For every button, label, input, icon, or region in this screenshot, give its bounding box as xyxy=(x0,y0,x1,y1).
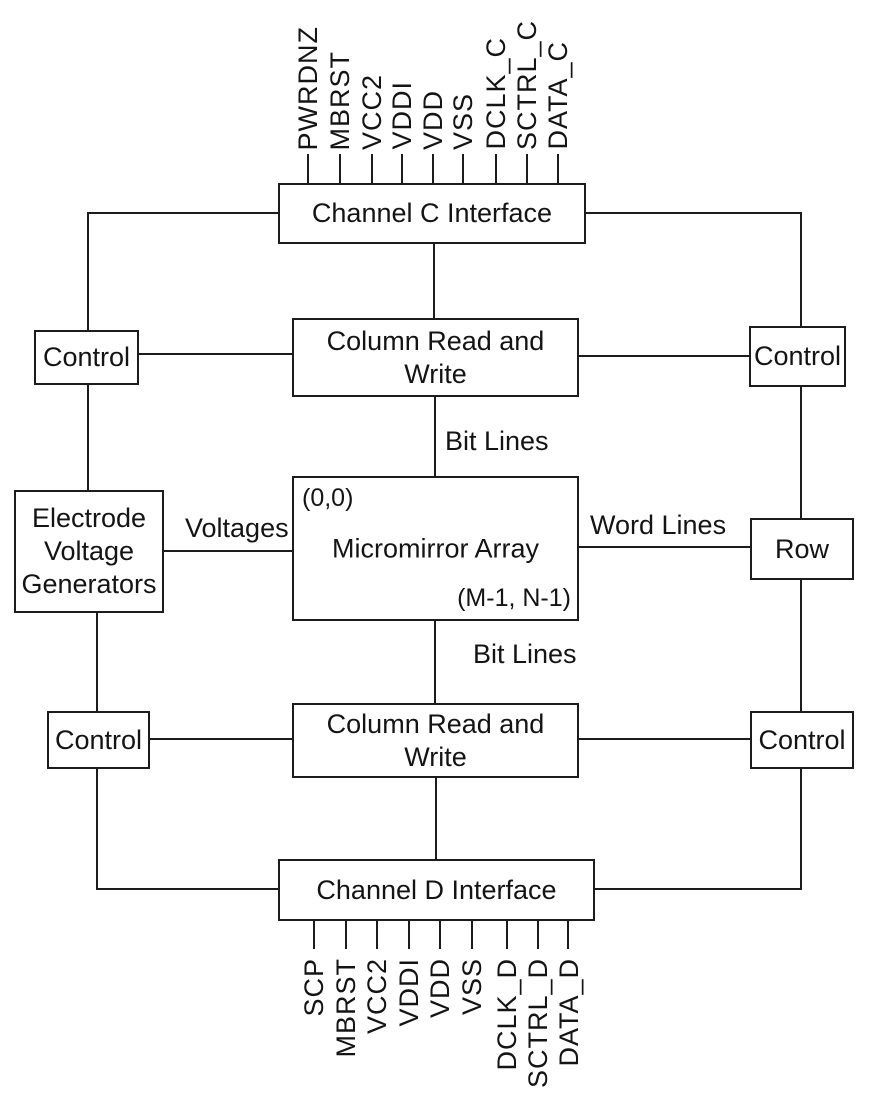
bit-lines-bottom-label: Bit Lines xyxy=(471,639,579,670)
connector-channelc-to-columnrw-top xyxy=(433,243,435,319)
pin-label-vcc2-bottom: VCC2 xyxy=(362,958,392,1035)
column-read-write-top-box: Column Read and Write xyxy=(292,318,579,397)
connector-control-tl-to-evg xyxy=(87,383,89,491)
pin-label-pwrdnz: PWRDNZ xyxy=(293,25,323,150)
row-box: Row xyxy=(750,518,854,580)
control-bottom-left-box: Control xyxy=(47,711,150,769)
pin-stub-bottom xyxy=(567,919,569,949)
pin-stub-bottom xyxy=(376,919,378,949)
pin-stub-top xyxy=(339,154,341,184)
pin-label-mbrst-top: MBRST xyxy=(325,50,355,151)
control-bottom-left-label: Control xyxy=(54,724,143,755)
connector-control-br-down xyxy=(800,767,802,890)
connector-control-tr-to-row xyxy=(800,386,802,519)
pin-stub-top xyxy=(432,154,434,184)
pin-stub-top xyxy=(371,154,373,184)
word-lines-label: Word Lines xyxy=(588,510,729,541)
column-read-write-bottom-label-line2: Write xyxy=(404,741,467,772)
pin-stub-bottom xyxy=(537,919,539,949)
channel-d-interface-label: Channel D Interface xyxy=(316,874,557,905)
pin-label-sctrl-c: SCTRL_C xyxy=(512,19,542,150)
pin-label-vddi-bottom: VDDI xyxy=(394,958,424,1027)
pin-stub-bottom xyxy=(313,919,315,949)
connector-control-bl-to-columnrw-bottom xyxy=(150,738,292,740)
connector-left-rail-to-control-tl xyxy=(87,212,89,332)
connector-channelc-to-right-rail xyxy=(585,212,802,214)
control-bottom-right-label: Control xyxy=(758,724,846,755)
pin-stub-bottom xyxy=(471,919,473,949)
pin-stub-bottom xyxy=(439,919,441,949)
connector-right-rail-to-channeld xyxy=(595,888,802,890)
control-top-left-label: Control xyxy=(42,342,131,372)
pin-label-sctrl-d: SCTRL_D xyxy=(523,958,553,1089)
pin-label-scp: SCP xyxy=(299,958,329,1017)
pin-stub-top xyxy=(462,154,464,184)
electrode-voltage-generators-box: Electrode Voltage Generators xyxy=(14,490,164,613)
control-top-right-label: Control xyxy=(753,341,842,371)
micromirror-array-box: (0,0) Micromirror Array (M-1, N-1) xyxy=(292,476,579,621)
row-label: Row xyxy=(774,533,829,564)
pin-stub-top xyxy=(557,154,559,184)
evg-label-line3: Generators xyxy=(21,569,157,599)
end-coordinate-label: (M-1, N-1) xyxy=(457,584,571,612)
connector-channelc-to-left-rail xyxy=(88,212,278,214)
column-read-write-top-label-line1: Column Read and xyxy=(326,325,545,356)
connector-evg-to-control-bl xyxy=(96,611,98,712)
pin-label-dclk-d: DCLK_D xyxy=(492,958,522,1071)
evg-label-line2: Voltage xyxy=(43,536,135,566)
connector-right-rail-to-control-tr xyxy=(800,212,802,327)
pin-label-vss-top: VSS xyxy=(448,92,478,150)
control-bottom-right-box: Control xyxy=(750,711,854,769)
pin-stub-bottom xyxy=(345,919,347,949)
pin-label-vdd-top: VDD xyxy=(418,89,448,150)
pin-label-data-c: DATA_C xyxy=(543,41,573,150)
connector-columnrw-bottom-to-control-br xyxy=(579,738,750,740)
control-top-left-box: Control xyxy=(34,330,139,385)
evg-label-line1: Electrode xyxy=(31,503,147,533)
connector-columnrw-bottom-to-channeld xyxy=(435,776,437,860)
channel-c-interface-label: Channel C Interface xyxy=(311,198,553,228)
pin-label-vcc2-top: VCC2 xyxy=(357,73,387,150)
pin-stub-top xyxy=(307,154,309,184)
pin-label-dclk-c: DCLK_C xyxy=(481,37,511,150)
pin-label-mbrst-bottom: MBRST xyxy=(331,958,361,1058)
pin-stub-top xyxy=(526,154,528,184)
connector-control-bl-down xyxy=(96,767,98,890)
pin-label-data-d: DATA_D xyxy=(554,958,584,1067)
pin-label-vdd-bottom: VDD xyxy=(425,958,455,1019)
origin-coordinate-label: (0,0) xyxy=(302,484,354,512)
connector-bitlines-top xyxy=(434,395,436,477)
column-read-write-bottom-box: Column Read and Write xyxy=(292,703,579,778)
pin-label-vddi-top: VDDI xyxy=(387,81,417,150)
column-read-write-bottom-label-line1: Column Read and xyxy=(326,708,545,739)
connector-control-tl-to-columnrw-top xyxy=(139,353,292,355)
channel-c-interface-box: Channel C Interface xyxy=(278,183,586,244)
pin-label-vss-bottom: VSS xyxy=(457,958,487,1016)
micromirror-array-label: Micromirror Array xyxy=(332,533,539,563)
pin-stub-bottom xyxy=(408,919,410,949)
pin-stub-bottom xyxy=(506,919,508,949)
pin-stub-top xyxy=(401,154,403,184)
connector-columnrw-top-to-control-tr xyxy=(579,355,749,357)
pin-stub-top xyxy=(495,154,497,184)
voltages-label: Voltages xyxy=(183,513,291,544)
bit-lines-top-label: Bit Lines xyxy=(443,426,551,457)
connector-row-to-control-br xyxy=(800,578,802,712)
control-top-right-box: Control xyxy=(749,326,846,387)
connector-voltages xyxy=(164,550,292,552)
channel-d-interface-box: Channel D Interface xyxy=(278,859,595,921)
column-read-write-top-label-line2: Write xyxy=(404,358,467,389)
connector-wordlines xyxy=(579,546,750,548)
connector-bitlines-bottom xyxy=(434,619,436,704)
connector-left-rail-to-channeld xyxy=(96,888,278,890)
